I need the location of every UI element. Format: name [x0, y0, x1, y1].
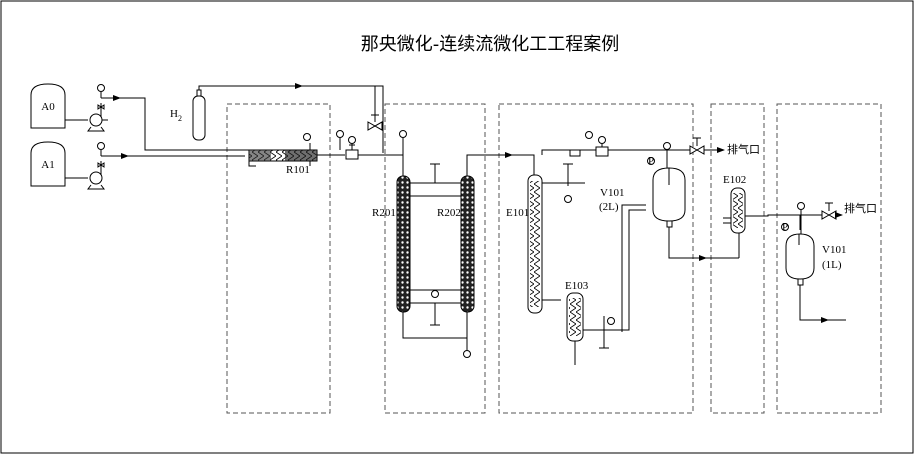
v101-2l-gauge-tag: P [648, 155, 654, 167]
page-title: 那央微化-连续流微化工工程案例 [361, 34, 620, 55]
crossover-gauge [431, 290, 439, 298]
tank-a0-label: A0 [41, 101, 55, 113]
reactor-r101: R101 [248, 133, 318, 176]
inline-filter [569, 149, 581, 157]
crossover-bottom-stand [430, 303, 440, 326]
condenser-e101: E101 [506, 174, 543, 314]
crossover-top-stand [430, 163, 440, 183]
v101-1l-agitator [798, 210, 802, 245]
e101-label: E101 [506, 207, 529, 219]
vessel-v101-2l: V101 (2L) [599, 167, 686, 228]
product-outlet-line [799, 285, 846, 321]
e102-coolant [723, 217, 731, 224]
vent-valve-1 [689, 137, 705, 155]
v101-2l-top-gauge [663, 142, 671, 150]
h2-branch-line [375, 85, 384, 153]
zone-v101-small [776, 103, 882, 414]
r201-r202-top-crossover [410, 182, 461, 197]
tank-a0: A0 [30, 83, 66, 129]
vent-valve-gauge [585, 131, 609, 157]
e101-gauge [564, 195, 572, 203]
r202-to-e101-line [466, 154, 518, 176]
v101-1l-gauge-tag: P [782, 221, 788, 233]
pump-a1 [65, 142, 129, 190]
r101-label: R101 [286, 164, 310, 176]
e103-gauge [607, 317, 615, 325]
e101-inlet-drop [518, 154, 535, 175]
v101-2l-volume: (2L) [599, 201, 619, 213]
e103-connections [574, 316, 609, 365]
v101-2l-agitator [666, 150, 670, 185]
tank-a1: A1 [30, 141, 66, 187]
r201-label: R201 [372, 207, 396, 219]
h2-control-valve [367, 114, 383, 131]
v101-1l-volume: (1L) [822, 259, 842, 271]
zone-r201-r202 [384, 103, 486, 414]
vent-line-top [541, 149, 655, 155]
to-r201-line [358, 154, 404, 176]
condenser-e102: E102 [723, 174, 746, 234]
tank-a1-label: A1 [41, 159, 54, 171]
e103-return-line-2 [621, 204, 646, 332]
pump-a0 [65, 84, 121, 132]
r202-bottom-gauge [463, 350, 471, 358]
v101-1l-top-gauge [797, 202, 805, 210]
vessel-v101-1l: V101 (1L) [785, 233, 846, 286]
v101-1l-label: V101 [822, 244, 846, 256]
r201-top-gauge [399, 130, 407, 138]
vent-1-label: 排气口 [727, 142, 760, 156]
r202-label: R202 [437, 207, 461, 219]
h2-cylinder: H2 [170, 89, 206, 141]
v101-to-e102-line [668, 227, 739, 259]
v101-2l-label: V101 [600, 187, 624, 199]
e103-label: E103 [565, 280, 589, 292]
e101-side-lines [542, 182, 585, 301]
e102-to-v101-line [745, 214, 801, 230]
reactor-r201: R201 [372, 175, 411, 313]
condenser-e103: E103 [565, 280, 589, 342]
reactor-r202: R202 [437, 175, 475, 313]
zone-r101 [226, 103, 331, 414]
e102-label: E102 [723, 174, 746, 186]
e103-return-line [604, 209, 646, 331]
h2-label: H2 [170, 108, 182, 123]
h2-supply-line [198, 85, 376, 118]
vent-2-label: 排气口 [844, 201, 877, 215]
feed-line-a0 [120, 97, 250, 151]
v101-1l-pressure-gauge [781, 223, 789, 231]
e101-side-stand [563, 163, 573, 186]
v101-2l-pressure-gauge [647, 157, 655, 165]
r201-bottom-line [402, 312, 467, 339]
vent-valve-2 [821, 202, 837, 220]
